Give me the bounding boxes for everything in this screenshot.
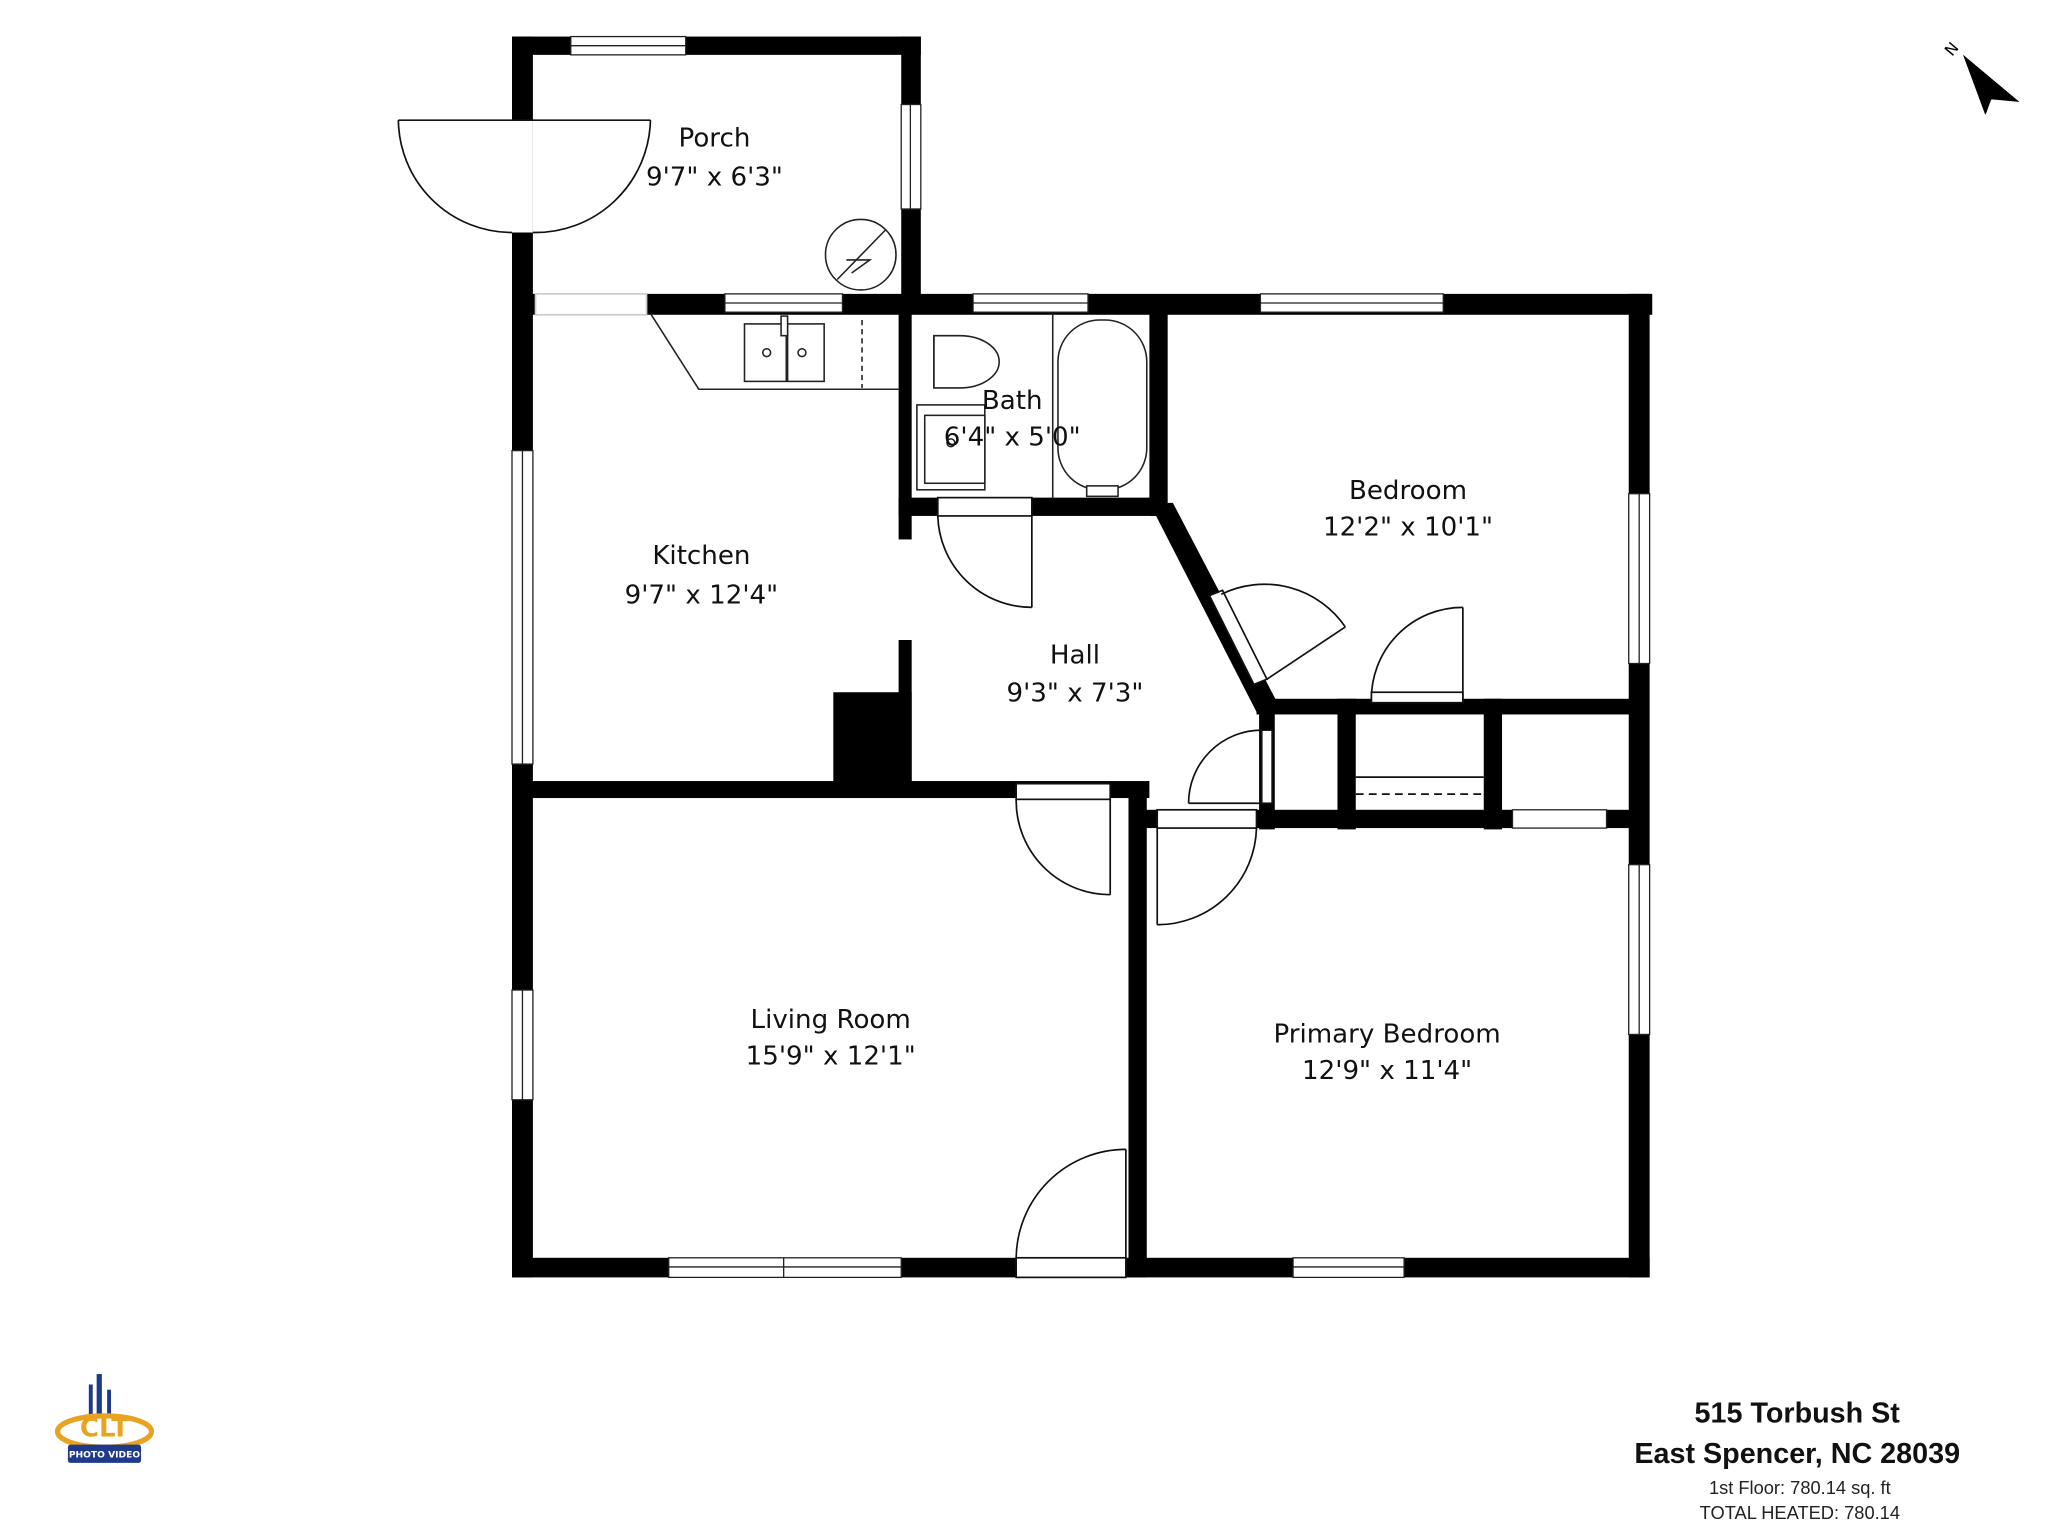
clt-photo-video-logo: CLT PHOTO VIDEO <box>54 1374 155 1463</box>
front-door <box>1015 1148 1127 1279</box>
hall-dims: 9'3" x 7'3" <box>1007 678 1144 708</box>
bedroom-closet-door <box>1370 606 1464 704</box>
bedroom-label: Bedroom <box>1349 476 1467 506</box>
water-heater-icon <box>824 218 897 291</box>
room-labels: Porch 9'7" x 6'3" Kitchen 9'7" x 12'4" B… <box>625 123 1501 1086</box>
primary-bedroom-dims: 12'9" x 11'4" <box>1302 1056 1472 1086</box>
living-room-door <box>1015 782 1112 896</box>
toilet-icon <box>933 334 1000 389</box>
kitchen-porch-opening <box>534 293 648 316</box>
bedroom-door-diagonal <box>1208 583 1347 686</box>
living-room-label: Living Room <box>751 1005 911 1035</box>
hall-closet-door <box>1187 729 1274 805</box>
porch-label: Porch <box>679 123 751 153</box>
kitchen-label: Kitchen <box>652 541 750 571</box>
logo-brand: CLT <box>80 1414 129 1444</box>
hall-label: Hall <box>1050 641 1100 671</box>
windows <box>511 35 1651 1279</box>
sink-icon <box>916 404 986 491</box>
linen-closet-shelf <box>1355 776 1484 795</box>
bath-door <box>936 496 1033 609</box>
bedroom-dims: 12'2" x 10'1" <box>1323 513 1493 543</box>
bath-label: Bath <box>982 386 1043 416</box>
north-label: N <box>1941 38 1963 59</box>
primary-bedroom-door <box>1156 808 1258 926</box>
primary-bedroom-label: Primary Bedroom <box>1273 1019 1500 1049</box>
porch-dims: 9'7" x 6'3" <box>646 162 783 192</box>
bath-dims: 6'4" x 5'0" <box>944 422 1081 452</box>
logo-subtitle: PHOTO VIDEO <box>69 1451 141 1461</box>
address-city: East Spencer, NC 28039 <box>1634 1438 1960 1470</box>
north-arrow-icon: N <box>1941 38 2020 115</box>
fixtures <box>649 218 1148 499</box>
bathtub-icon <box>1051 313 1148 499</box>
living-room-dims: 15'9" x 12'1" <box>746 1041 916 1071</box>
porch-entry-door <box>397 119 652 234</box>
total-heated: TOTAL HEATED: 780.14 <box>1700 1502 1900 1523</box>
kitchen-counter <box>649 313 899 391</box>
floor-area: 1st Floor: 780.14 sq. ft <box>1709 1477 1891 1498</box>
doors <box>397 119 1484 1279</box>
kitchen-dims: 9'7" x 12'4" <box>625 580 778 610</box>
address-street: 515 Torbush St <box>1695 1397 1901 1429</box>
address-block: 515 Torbush St East Spencer, NC 28039 1s… <box>1634 1397 1960 1523</box>
